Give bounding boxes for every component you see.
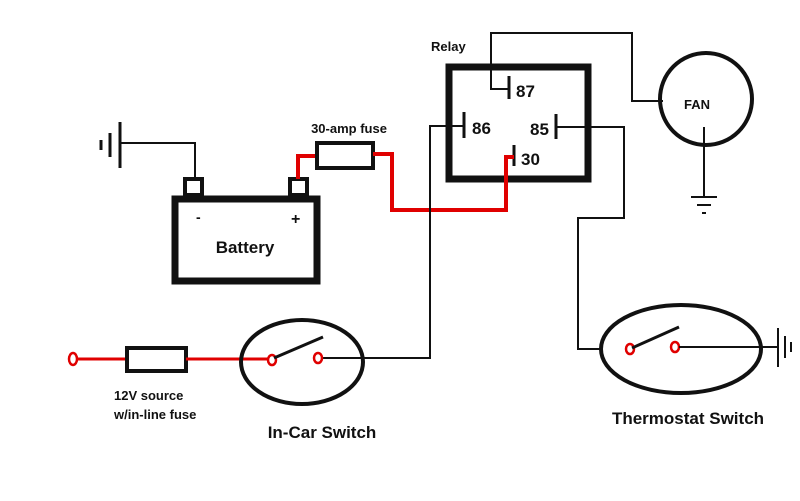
thermostat-switch-label: Thermostat Switch: [612, 409, 764, 428]
in-car-switch[interactable]: In-Car Switch: [239, 318, 377, 442]
fuse-30-amp: 30-amp fuse: [311, 121, 387, 170]
thermostat-switch[interactable]: Thermostat Switch: [599, 303, 792, 428]
wire-85-to-thermostat: [556, 126, 625, 350]
source-terminal-icon: [67, 351, 79, 367]
wire-battery-positive-to-fuse: [296, 154, 317, 179]
fuse-30-amp-body: [315, 141, 375, 170]
relay-body: [445, 63, 592, 183]
inline-fuse-body: [125, 346, 188, 373]
thermostat-switch-body[interactable]: [599, 303, 763, 395]
wire-battery-negative-to-ground: [121, 142, 196, 179]
relay-pin-85-label: 85: [530, 120, 549, 139]
in-car-switch-terminal-in: [266, 353, 278, 367]
wire-86-to-in-car-switch: [321, 125, 464, 359]
battery-positive-label: +: [291, 211, 300, 228]
wire-fuse-to-relay-30: [373, 152, 514, 212]
fan-motor-circle: [658, 51, 754, 147]
source-label-line1: 12V source: [114, 388, 183, 403]
thermostat-switch-lever[interactable]: [631, 325, 680, 350]
in-car-switch-terminal-out: [312, 351, 324, 365]
battery-negative-terminal: [183, 177, 204, 197]
relay-pin-87-label: 87: [516, 82, 535, 101]
source-12v: 12V source w/in-line fuse: [67, 346, 268, 422]
fan-label: FAN: [684, 97, 710, 112]
relay-pin-86-label: 86: [472, 119, 491, 138]
battery-label: Battery: [216, 238, 275, 257]
battery-negative-label: -: [196, 209, 201, 225]
thermostat-switch-terminal-out: [669, 340, 681, 354]
fuse-30-amp-label: 30-amp fuse: [311, 121, 387, 136]
relay: Relay 87 86 85 30: [431, 39, 592, 183]
thermostat-ground-icon: [777, 328, 792, 367]
chassis-ground-icon: [99, 122, 122, 168]
fan: FAN: [658, 51, 754, 214]
in-car-switch-body[interactable]: [239, 318, 365, 406]
battery-positive-terminal: [288, 177, 309, 197]
fan-ground-icon: [691, 196, 717, 214]
relay-label: Relay: [431, 39, 466, 54]
in-car-switch-label: In-Car Switch: [268, 423, 377, 442]
wire-87-to-fan: [490, 32, 663, 102]
battery-body: [171, 195, 321, 285]
source-label-line2: w/in-line fuse: [113, 407, 196, 422]
relay-pin-30-label: 30: [521, 150, 540, 169]
thermostat-switch-terminal-in: [624, 342, 636, 356]
in-car-switch-lever[interactable]: [273, 335, 324, 360]
battery: - + Battery: [171, 177, 321, 285]
